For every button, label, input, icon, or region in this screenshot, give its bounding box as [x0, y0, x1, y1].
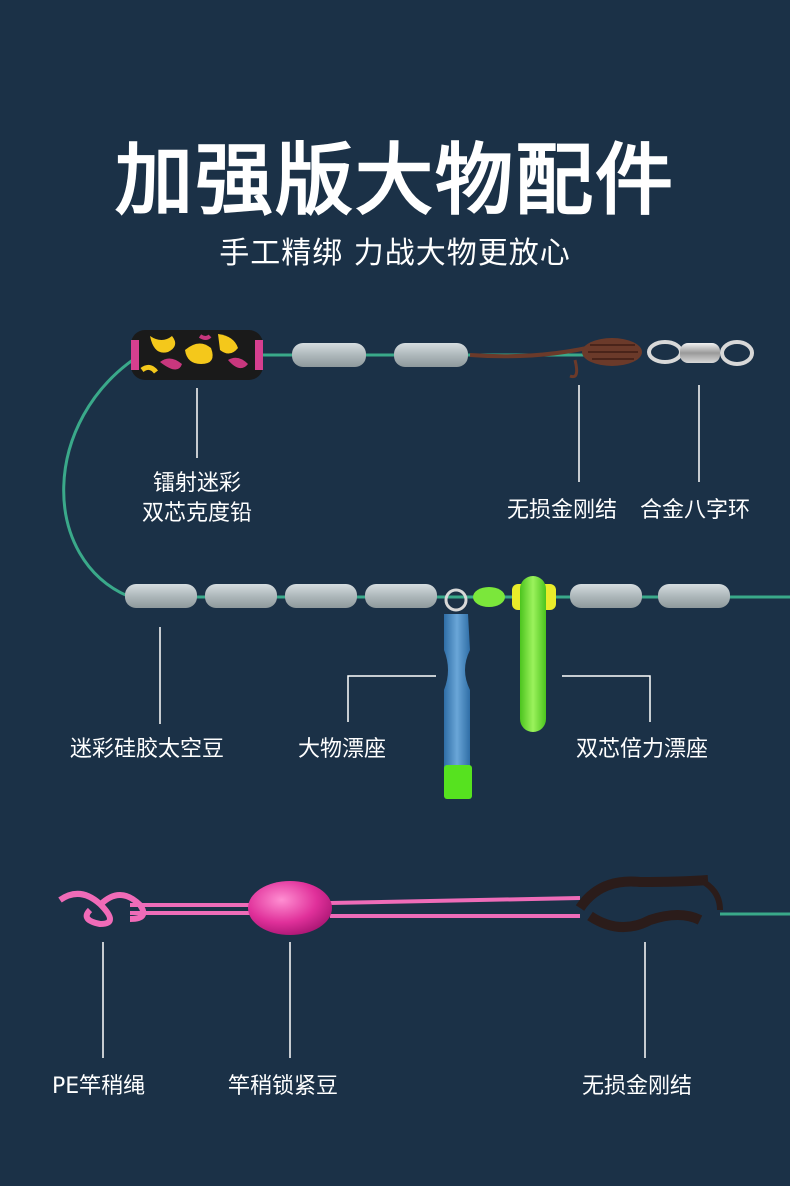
lock-bean-icon [248, 881, 332, 935]
page-title: 加强版大物配件 [114, 136, 675, 226]
space-bean [205, 584, 277, 608]
double-float-seat-icon [512, 576, 556, 732]
space-bean [394, 343, 468, 367]
leader-lines [102, 385, 700, 1058]
label-space-bean: 迷彩硅胶太空豆 [70, 737, 225, 762]
green-bead-icon [473, 587, 505, 607]
label-knot-bottom: 无损金刚结 [582, 1074, 693, 1099]
knot-top-icon [469, 338, 642, 379]
space-bean [292, 343, 366, 367]
label-pe-rope: PE竿稍绳 [52, 1074, 146, 1099]
label-lead-line1: 镭射迷彩 [152, 471, 241, 496]
camo-lead-sinker-icon [131, 330, 263, 380]
space-bean [285, 584, 357, 608]
label-knot-top: 无损金刚结 [507, 498, 618, 523]
pe-rope-icon [58, 891, 581, 928]
space-bean [658, 584, 730, 608]
space-bean [365, 584, 437, 608]
space-bean [570, 584, 642, 608]
space-bean [125, 584, 197, 608]
label-float-seat-big: 大物漂座 [298, 737, 387, 762]
knot-bottom-icon [575, 875, 723, 933]
label-swivel: 合金八字环 [640, 498, 751, 523]
big-float-seat-icon [444, 588, 472, 799]
label-float-seat-double: 双芯倍力漂座 [576, 737, 709, 762]
page-subtitle: 手工精绑 力战大物更放心 [219, 236, 571, 271]
label-lead-line2: 双芯克度铅 [141, 501, 252, 526]
swivel-icon [647, 340, 754, 366]
label-lock-bean: 竿稍锁紧豆 [228, 1074, 339, 1099]
fishing-line-loop [62, 353, 141, 599]
